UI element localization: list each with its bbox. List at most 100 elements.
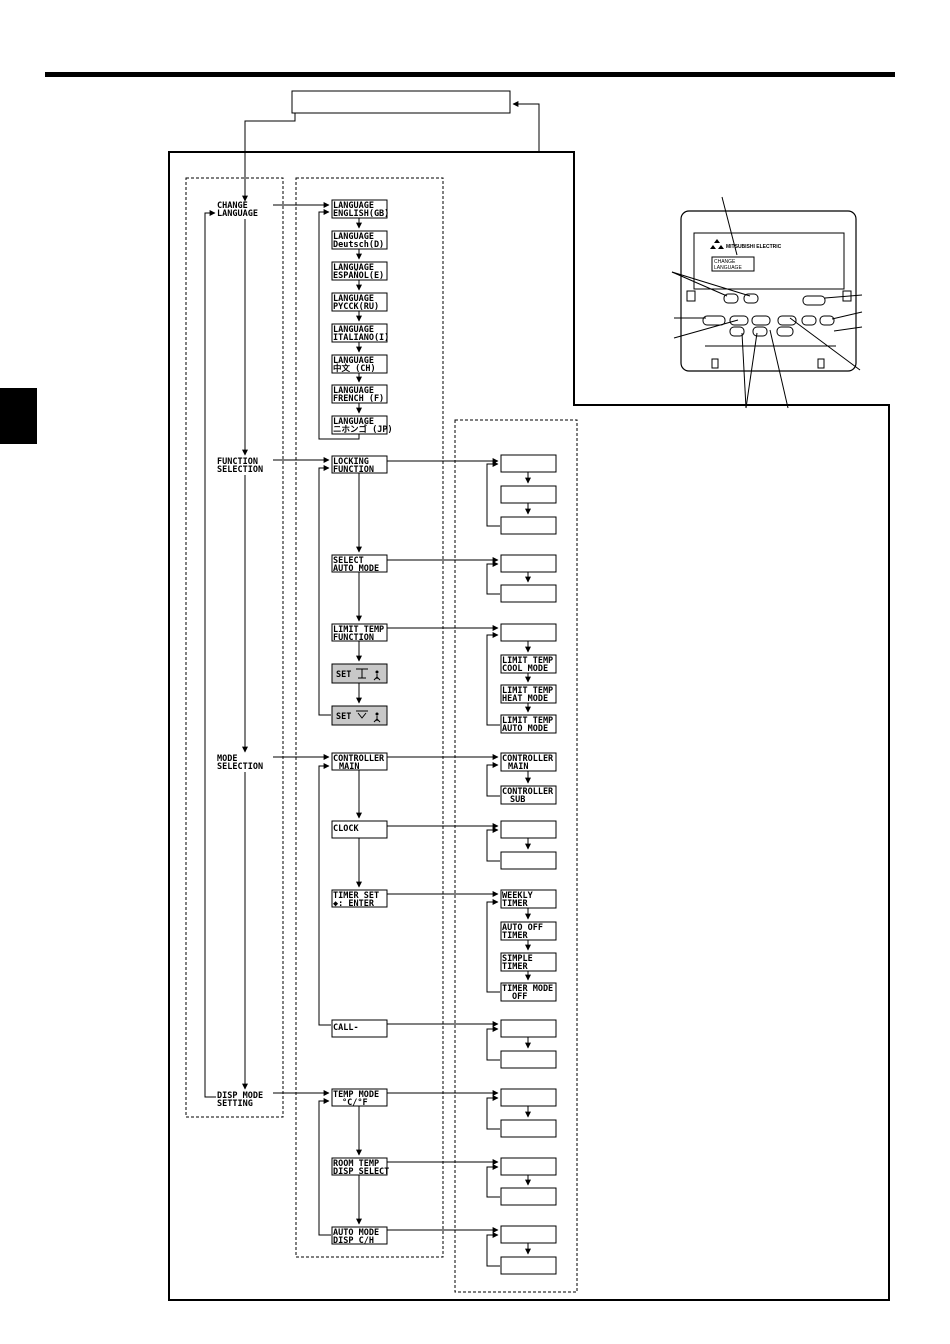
setting-value-box[interactable] (500, 820, 557, 839)
test-run-button[interactable] (776, 326, 794, 337)
svg-text:CLOCK: CLOCK (333, 824, 359, 834)
check-button[interactable] (819, 315, 835, 326)
svg-text:TIMER MODE: TIMER MODE (502, 984, 553, 994)
setting-value-box[interactable] (500, 1019, 557, 1038)
svg-text:DISP C/H: DISP C/H (333, 1236, 374, 1246)
timer-button[interactable] (729, 315, 749, 326)
category-disp-mode-setting[interactable]: DISP MODE SETTING (217, 1091, 263, 1109)
svg-text:FRENCH (F): FRENCH (F) (333, 394, 384, 404)
temp-mode-box[interactable]: TEMP MODE °C/°F (331, 1088, 388, 1108)
setting-value-box[interactable] (500, 454, 557, 473)
setting-value-box[interactable] (500, 584, 557, 603)
svg-text:LOCKING: LOCKING (333, 457, 369, 467)
svg-text:AUTO MODE: AUTO MODE (333, 564, 379, 574)
svg-text:SET: SET (336, 670, 351, 680)
setting-value-box[interactable] (500, 485, 557, 504)
setting-value-box[interactable] (500, 1187, 557, 1206)
setting-value-box[interactable] (500, 623, 557, 642)
svg-text:CHANGE: CHANGE (217, 201, 248, 211)
category-group (185, 177, 284, 1118)
svg-text:LANGUAGE: LANGUAGE (217, 209, 258, 219)
svg-text:LANGUAGE: LANGUAGE (333, 417, 374, 427)
svg-text:HEAT MODE: HEAT MODE (502, 694, 548, 704)
setting-value-box[interactable] (500, 1088, 557, 1107)
limit-temp-function-box[interactable]: LIMIT TEMP FUNCTION (331, 623, 388, 643)
timer-mode-off-option[interactable]: TIMER MODE OFF (500, 982, 557, 1002)
svg-text:ENGLISH(GB): ENGLISH(GB) (333, 209, 389, 219)
controller-main-box[interactable]: CONTROLLER MAIN (331, 752, 388, 772)
limit-auto-box[interactable]: LIMIT TEMP AUTO MODE (500, 714, 557, 734)
svg-text:AUTO MODE: AUTO MODE (502, 724, 548, 734)
svg-text:FUNCTION: FUNCTION (333, 633, 374, 643)
controller-sub-option[interactable]: CONTROLLER SUB (500, 785, 557, 805)
clock-box[interactable]: CLOCK (331, 820, 388, 839)
locking-function-box[interactable]: LOCKING FUNCTION (331, 455, 388, 475)
svg-text:FUNCTION: FUNCTION (333, 465, 374, 475)
svg-text:TIMER: TIMER (502, 899, 528, 909)
svg-text:MITSUBISHI ELECTRIC: MITSUBISHI ELECTRIC (726, 244, 782, 250)
svg-text:中文 (CH): 中文 (CH) (333, 363, 376, 374)
svg-text:LANGUAGE: LANGUAGE (333, 263, 374, 273)
svg-text:CONTROLLER: CONTROLLER (502, 754, 554, 764)
auto-off-timer-option[interactable]: AUTO OFF TIMER (500, 921, 557, 941)
setting-value-box[interactable] (500, 1119, 557, 1138)
temp-down-button[interactable] (723, 293, 739, 304)
category-change-language[interactable]: CHANGE LANGUAGE (217, 201, 258, 219)
room-temp-box[interactable]: ROOM TEMP DISP SELECT (331, 1157, 389, 1177)
set-cool-box[interactable]: SET (331, 663, 388, 684)
setting-value-box[interactable] (500, 1256, 557, 1275)
set-time-up-button[interactable] (752, 326, 768, 337)
setting-value-box[interactable] (500, 1157, 557, 1176)
svg-text:LANGUAGE: LANGUAGE (333, 356, 374, 366)
auto-mode-disp-box[interactable]: AUTO MODE DISP C/H (331, 1226, 388, 1246)
svg-text:LANGUAGE: LANGUAGE (333, 325, 374, 335)
svg-text:CHANGE: CHANGE (714, 259, 736, 265)
timer-set-box[interactable]: TIMER SET ◆: ENTER (331, 889, 388, 909)
svg-text:OFF: OFF (512, 992, 527, 1002)
svg-text:AUTO OFF: AUTO OFF (502, 923, 543, 933)
svg-text:LANGUAGE: LANGUAGE (333, 201, 374, 211)
svg-text:SELECTION: SELECTION (217, 762, 263, 772)
svg-text:LIMIT TEMP: LIMIT TEMP (333, 625, 384, 635)
limit-heat-box[interactable]: LIMIT TEMP HEAT MODE (500, 684, 557, 704)
weekly-timer-option[interactable]: WEEKLY TIMER (500, 889, 557, 909)
svg-text:SUB: SUB (510, 795, 525, 805)
mode-start-box (291, 90, 511, 114)
svg-text:MAIN: MAIN (508, 762, 528, 772)
svg-text:Deutsch(D): Deutsch(D) (333, 240, 384, 250)
svg-text:LIMIT TEMP: LIMIT TEMP (502, 686, 553, 696)
fan-button[interactable] (777, 315, 797, 326)
set-heat-box[interactable]: SET (331, 705, 388, 726)
set-time-down-button[interactable] (729, 326, 745, 337)
call-box[interactable]: CALL- (331, 1019, 388, 1038)
setting-group (454, 419, 578, 1293)
language-list: LANGUAGEENGLISH(GB)LANGUAGEDeutsch(D)LAN… (318, 199, 393, 440)
svg-text:MODE: MODE (217, 754, 237, 764)
louver-button[interactable] (801, 315, 817, 326)
category-mode-selection[interactable]: MODE SELECTION (217, 754, 263, 772)
setting-value-box[interactable] (500, 554, 557, 573)
remote-screen (711, 256, 755, 272)
setting-value-box[interactable] (500, 1225, 557, 1244)
svg-text:SETTING: SETTING (217, 1099, 253, 1109)
limit-cool-box[interactable]: LIMIT TEMP COOL MODE (500, 654, 557, 674)
menu-button[interactable] (751, 315, 771, 326)
select-auto-mode-box[interactable]: SELECT AUTO MODE (331, 554, 388, 574)
setting-value-box[interactable] (500, 1050, 557, 1069)
simple-timer-option[interactable]: SIMPLE TIMER (500, 952, 557, 972)
controller-main-option[interactable]: CONTROLLER MAIN (500, 752, 557, 772)
temp-up-button[interactable] (743, 293, 759, 304)
setting-value-box[interactable] (500, 851, 557, 870)
mode-button[interactable] (702, 315, 726, 326)
on-off-button[interactable] (802, 295, 826, 306)
category-function-selection[interactable]: FUNCTION SELECTION (217, 457, 263, 475)
setting-value-box[interactable] (500, 516, 557, 535)
